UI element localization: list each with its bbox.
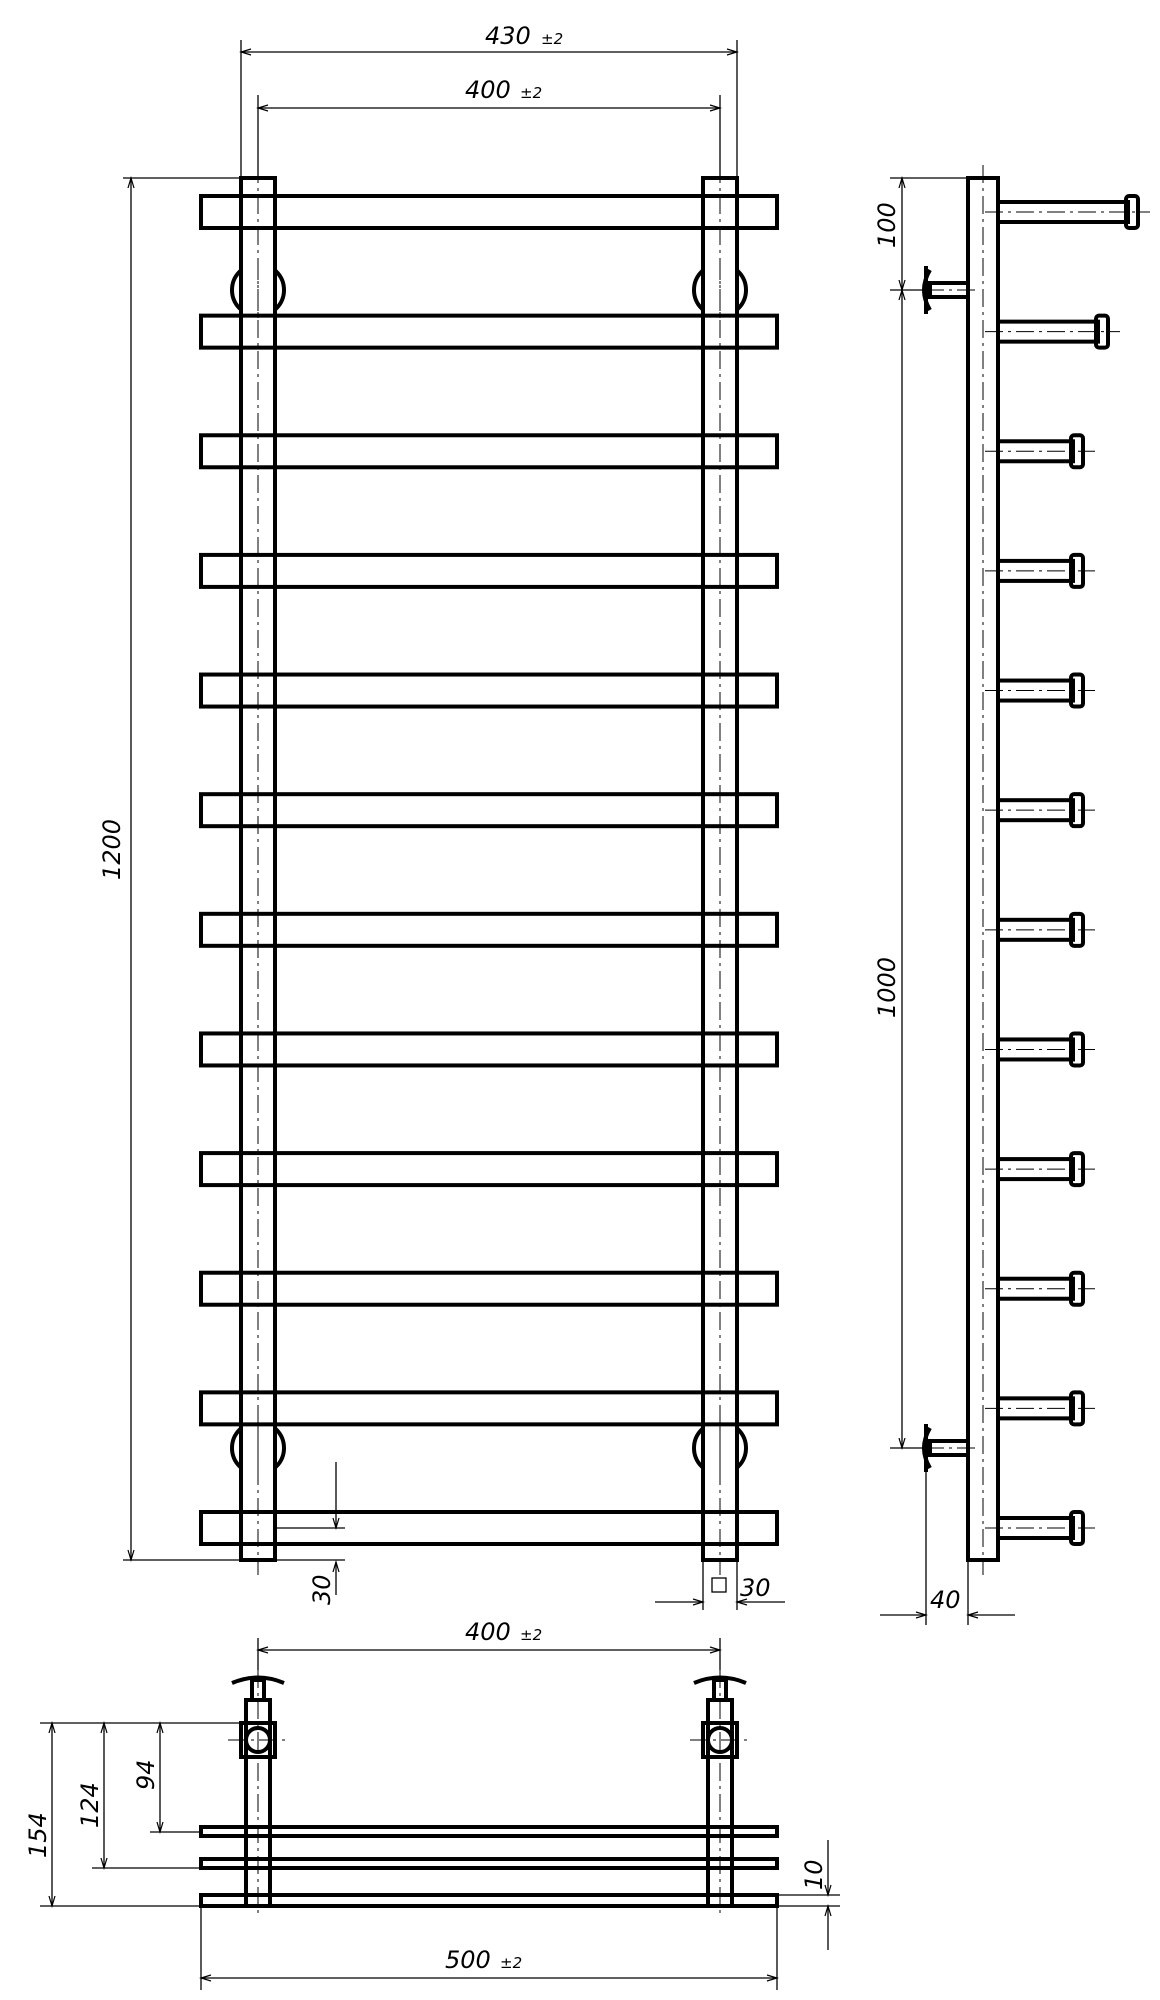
- dim-40-label: 40: [930, 1586, 961, 1614]
- crossbar-2: [199, 313, 779, 350]
- top-bar-2: [199, 1857, 779, 1870]
- dim-1200-label: 1200: [98, 819, 126, 880]
- bracket-5: [985, 672, 1095, 709]
- bracket-7: [985, 911, 1095, 948]
- top-right-pipe: [690, 1670, 750, 1915]
- crossbar-11: [199, 1390, 779, 1427]
- crossbars: [199, 165, 779, 1575]
- dim-400-label: 400: [465, 76, 511, 104]
- dim-94-label: 94: [132, 1759, 160, 1790]
- dim-10-label: 10: [800, 1859, 828, 1890]
- crossbar-6: [199, 792, 779, 829]
- bracket-12: [985, 1510, 1095, 1546]
- bracket-1: [985, 194, 1150, 230]
- dim-430-label: 430: [485, 22, 531, 50]
- crossbar-12: [199, 1510, 779, 1546]
- bracket-10: [985, 1270, 1095, 1307]
- dim-430-tol: ±2: [541, 30, 563, 48]
- top-left-pipe: [228, 1670, 288, 1915]
- side-brackets: [985, 194, 1150, 1546]
- top-bar-1: [199, 1825, 779, 1838]
- dim-top-400-tol: ±2: [520, 1626, 542, 1644]
- crossbar-5: [199, 672, 779, 709]
- bracket-4: [985, 552, 1095, 589]
- dim-400-tol: ±2: [520, 84, 542, 102]
- crossbar-1: [199, 194, 779, 230]
- bracket-11: [985, 1390, 1095, 1427]
- side-view: 100 1000 40: [873, 165, 1150, 1625]
- bracket-2: [985, 313, 1120, 350]
- crossbar-7: [199, 911, 779, 948]
- top-bar-3: [199, 1893, 779, 1908]
- dim-30-bottom-label: 30: [308, 1574, 336, 1605]
- dim-pipe-square-label: 30: [740, 1574, 771, 1602]
- bracket-6: [985, 792, 1095, 829]
- dim-154-label: 154: [24, 1812, 52, 1858]
- crossbar-8: [199, 1031, 779, 1068]
- crossbar-3: [199, 433, 779, 470]
- bracket-9: [985, 1151, 1095, 1188]
- dim-500-tol: ±2: [500, 1954, 522, 1972]
- crossbar-10: [199, 1270, 779, 1307]
- square-symbol: [711, 1577, 727, 1593]
- dim-100-label: 100: [873, 202, 901, 248]
- dim-500-label: 500: [445, 1946, 491, 1974]
- crossbar-9: [199, 1151, 779, 1188]
- bracket-8: [985, 1031, 1095, 1068]
- crossbar-4: [199, 552, 779, 589]
- dim-124-label: 124: [76, 1782, 104, 1828]
- dim-1000-label: 1000: [873, 957, 901, 1018]
- bracket-3: [985, 433, 1095, 470]
- dim-top-400-label: 400: [465, 1618, 511, 1646]
- top-view: 400 ±2 154 124 94 10 500 ±2: [24, 1618, 840, 1990]
- front-view: 430 ±2 400 ±2 1200 30 30: [98, 22, 785, 1610]
